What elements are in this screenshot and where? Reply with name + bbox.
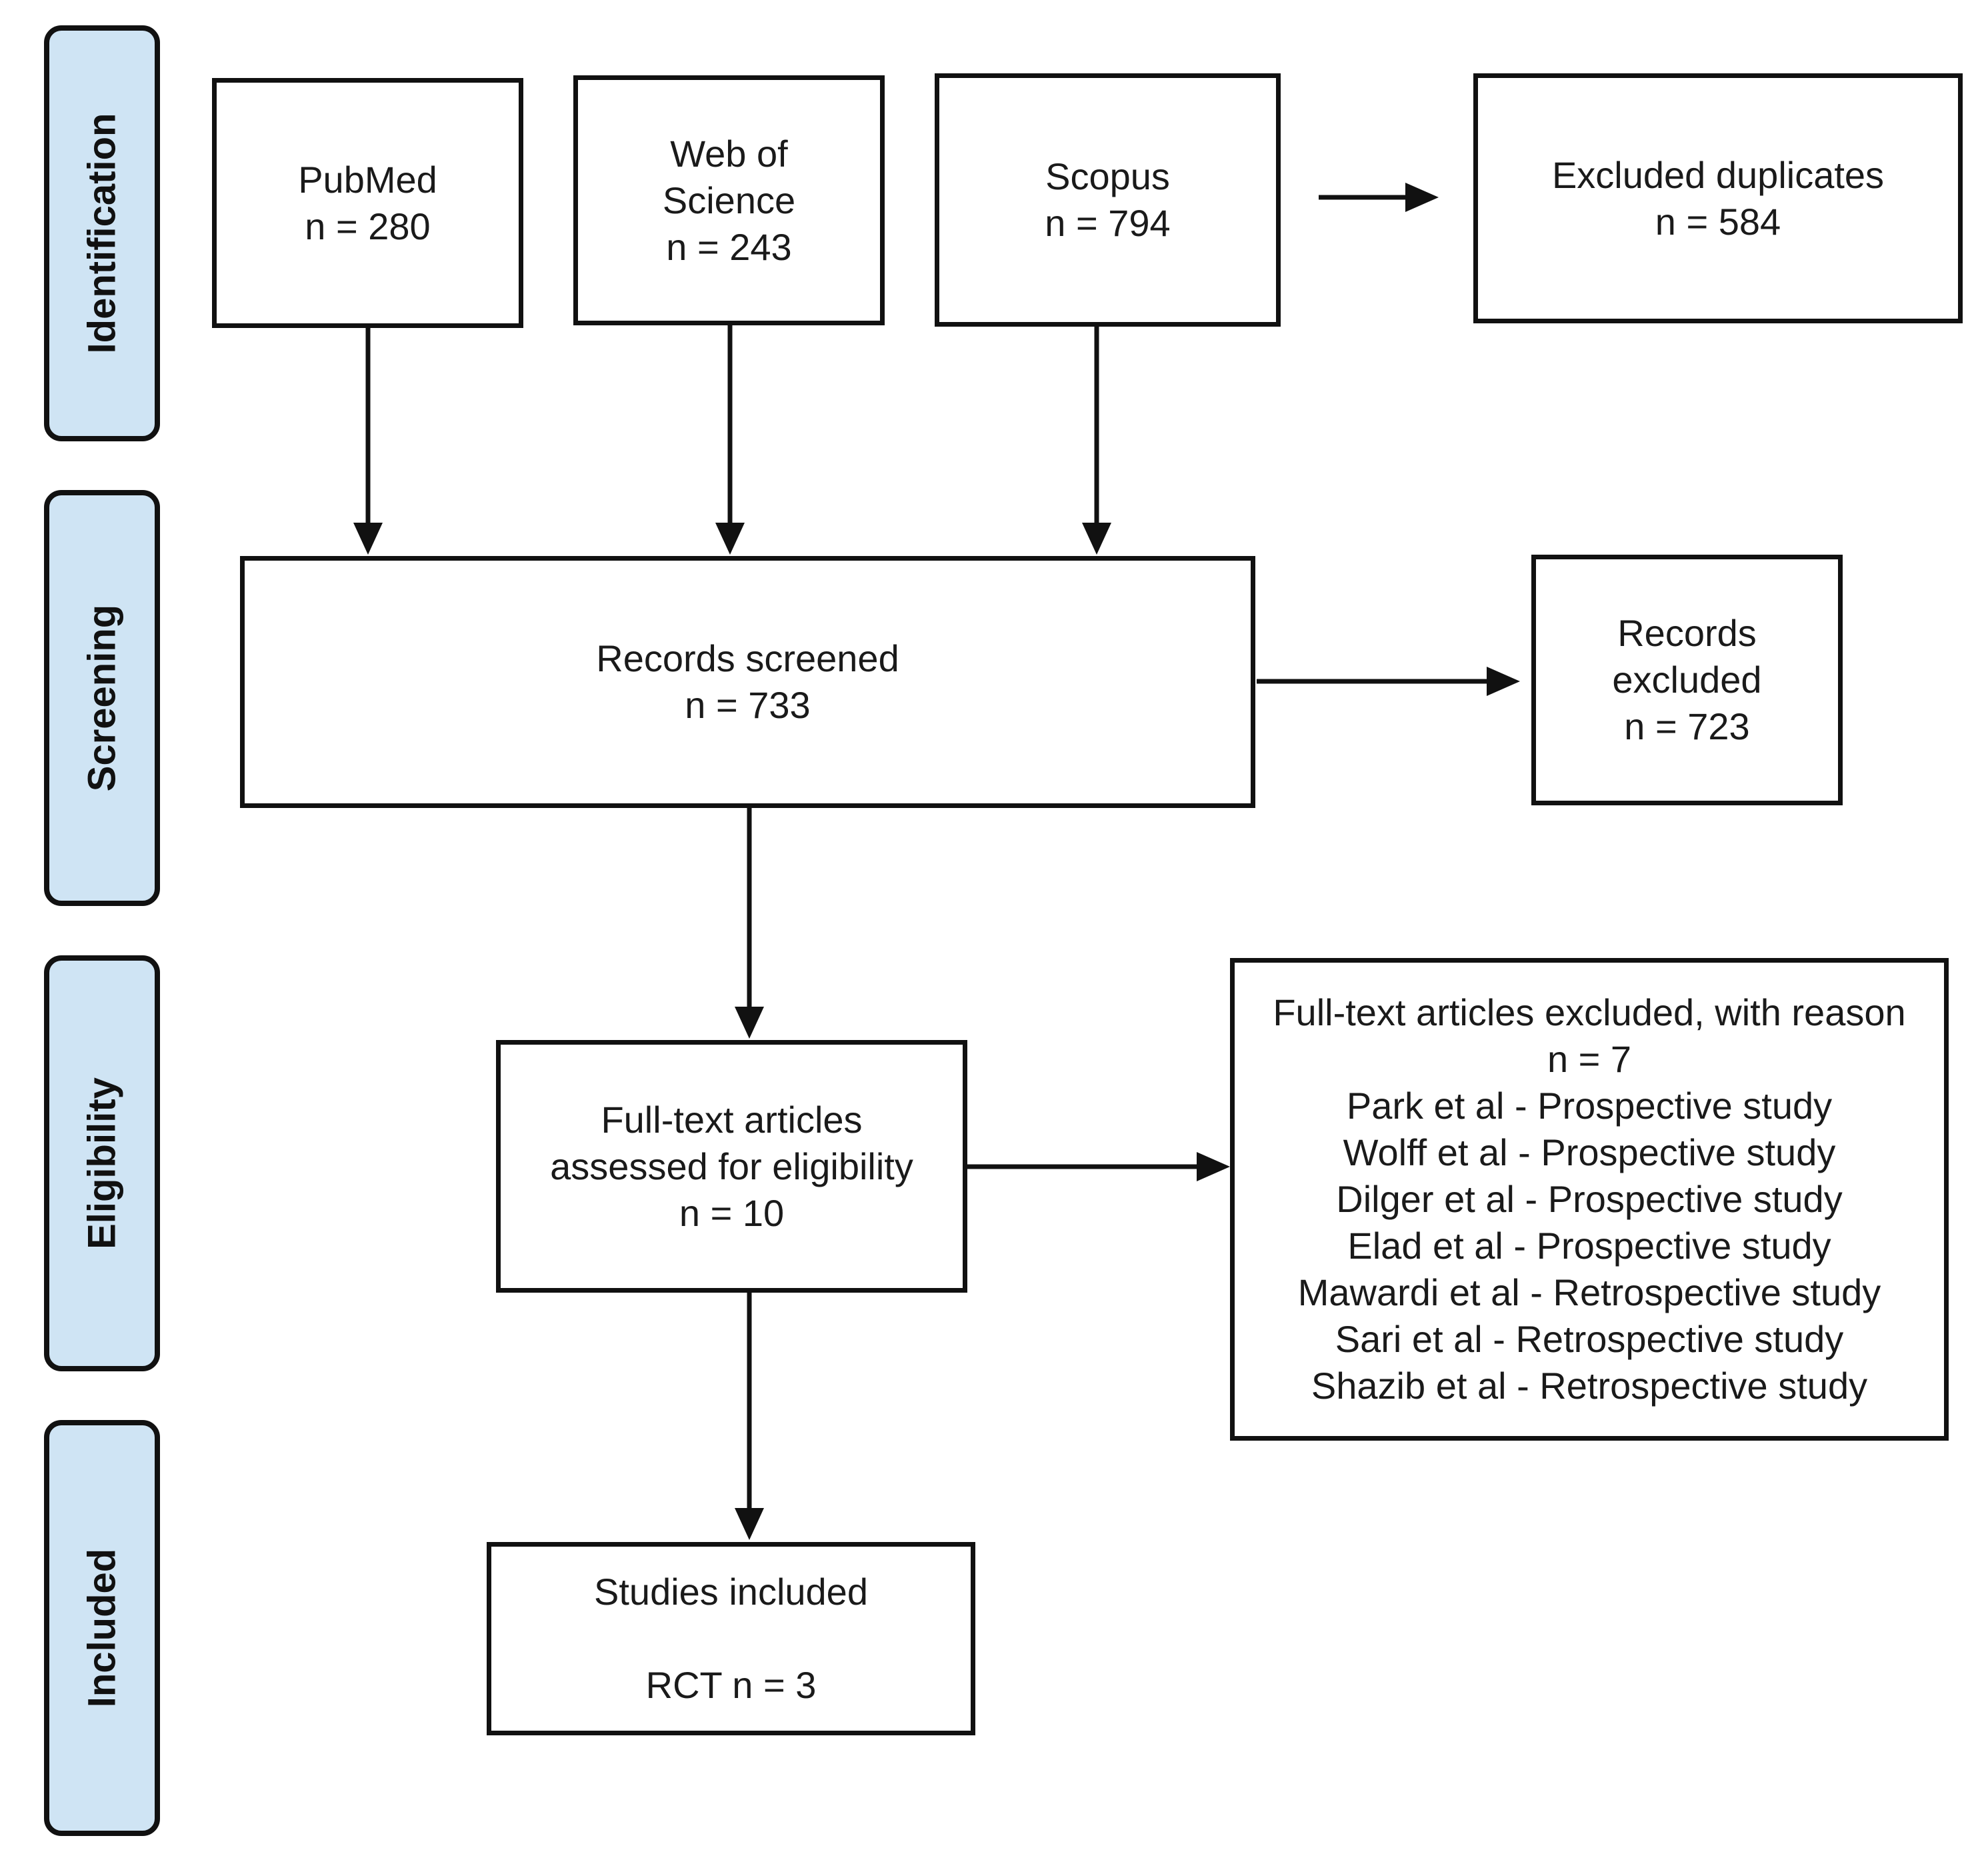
records-screened-box: Records screened n = 733 bbox=[240, 556, 1255, 808]
duplicates-count: n = 584 bbox=[1655, 200, 1781, 243]
wos-count: n = 243 bbox=[666, 225, 792, 268]
exclusion-reason: Mawardi et al - Retrospective study bbox=[1297, 1271, 1881, 1313]
wos-title-line2: Science bbox=[662, 179, 796, 221]
phase-eligibility: Eligibility bbox=[44, 955, 160, 1371]
arrowhead-pubmed bbox=[353, 523, 383, 555]
exclusion-reason: Wolff et al - Prospective study bbox=[1343, 1131, 1836, 1173]
pubmed-title: PubMed bbox=[298, 158, 437, 201]
full-text-assessed-box: Full-text articles assessed for eligibil… bbox=[496, 1040, 967, 1293]
full-text-excluded-box: Full-text articles excluded, with reason… bbox=[1230, 958, 1949, 1441]
scopus-title: Scopus bbox=[1045, 155, 1170, 197]
exclusion-reason: Sari et al - Retrospective study bbox=[1335, 1318, 1844, 1360]
duplicates-title: Excluded duplicates bbox=[1551, 153, 1885, 196]
assessed-count: n = 10 bbox=[679, 1191, 785, 1234]
arrowhead-scopus bbox=[1082, 523, 1111, 555]
exclusion-reason: Park et al - Prospective study bbox=[1346, 1085, 1833, 1127]
studies-included-box: Studies included RCT n = 3 bbox=[487, 1542, 975, 1735]
assessed-title-line1: Full-text articles bbox=[601, 1098, 863, 1141]
exclusion-reason: Elad et al - Prospective study bbox=[1347, 1225, 1831, 1267]
arrowhead-fulltext-excluded bbox=[1197, 1152, 1230, 1181]
arrowhead-included bbox=[735, 1508, 764, 1540]
arrowhead-wos bbox=[715, 523, 745, 555]
fulltext-excluded-count: n = 7 bbox=[1547, 1038, 1632, 1080]
screened-title: Records screened bbox=[596, 637, 899, 679]
exclusion-reason: Dilger et al - Prospective study bbox=[1336, 1178, 1843, 1220]
arrowhead-assessed bbox=[735, 1007, 764, 1039]
exclusion-reason: Shazib et al - Retrospective study bbox=[1311, 1365, 1868, 1407]
scopus-count: n = 794 bbox=[1045, 202, 1171, 244]
records-excluded-title-line1: Records bbox=[1617, 612, 1757, 654]
scopus-box: Scopus n = 794 bbox=[935, 73, 1281, 327]
records-excluded-count: n = 723 bbox=[1624, 705, 1750, 747]
included-title: Studies included bbox=[594, 1571, 868, 1613]
wos-title-line1: Web of bbox=[670, 132, 788, 175]
phase-identification: Identification bbox=[44, 25, 160, 441]
included-count: RCT n = 3 bbox=[645, 1664, 817, 1706]
fulltext-excluded-title: Full-text articles excluded, with reason bbox=[1273, 991, 1906, 1033]
screened-count: n = 733 bbox=[685, 684, 811, 726]
arrowhead-records-excluded bbox=[1487, 667, 1520, 696]
pubmed-box: PubMed n = 280 bbox=[212, 78, 523, 328]
excluded-duplicates-box: Excluded duplicates n = 584 bbox=[1473, 73, 1963, 323]
assessed-title-line2: assessed for eligibility bbox=[550, 1145, 913, 1187]
phase-included: Included bbox=[44, 1420, 160, 1836]
arrowhead-duplicates bbox=[1405, 183, 1439, 212]
records-excluded-box: Records excluded n = 723 bbox=[1531, 555, 1843, 805]
web-of-science-box: Web of Science n = 243 bbox=[573, 75, 885, 325]
phase-screening: Screening bbox=[44, 490, 160, 906]
records-excluded-title-line2: excluded bbox=[1612, 659, 1762, 701]
pubmed-count: n = 280 bbox=[305, 205, 431, 247]
